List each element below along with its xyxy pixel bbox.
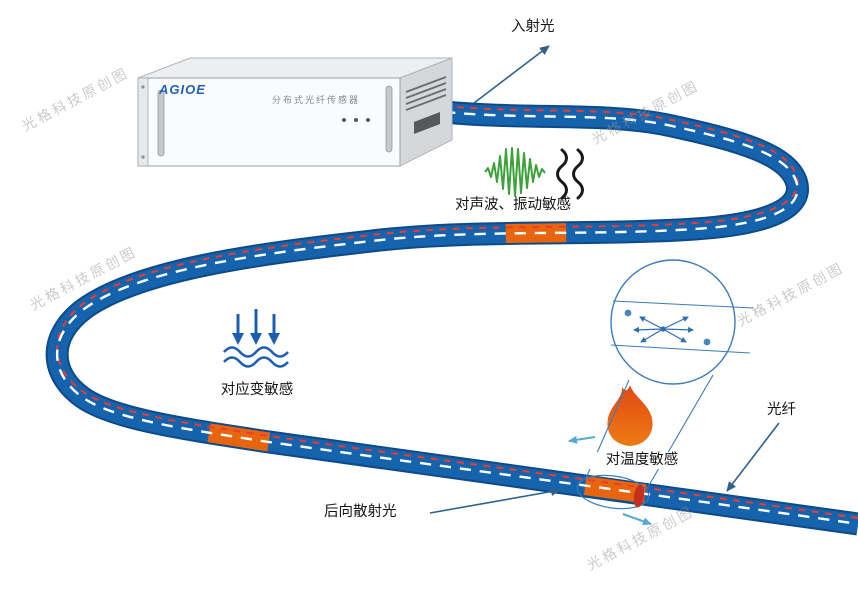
magnified-region-ellipse [576, 474, 650, 510]
device-name-label: 分布式光纤传感器 [271, 95, 360, 105]
temperature-sensitive-label: 对温度敏感 [584, 452, 700, 470]
device-front-face [137, 77, 401, 167]
acoustic-waveform-icon [484, 147, 546, 197]
device-vent-grille [405, 76, 447, 111]
backscatter-label: 后向散射光 [324, 504, 397, 520]
device-brand-logo: AGIOE [159, 82, 206, 97]
strain-sensitive-label: 对应变敏感 [220, 382, 294, 398]
optical-fiber-cable [57, 106, 858, 524]
backscatter-direction-arrow-icon [568, 435, 596, 444]
scattering-particle-dot [624, 309, 632, 317]
device-port-block [414, 112, 440, 134]
fiber-red-end-cap [633, 484, 645, 508]
fiber-core-wall-line [610, 344, 751, 354]
rack-screw-icon [141, 155, 145, 159]
device-led-indicators [342, 118, 370, 122]
device-top-face [137, 57, 453, 79]
device-rack-ear [137, 77, 149, 167]
fiber-label: 光纤 [767, 402, 796, 418]
scattering-arrows [633, 316, 694, 343]
scattering-particle-dot [703, 338, 711, 346]
rack-screw-icon [141, 85, 145, 89]
backscatter-arrow [429, 487, 561, 514]
magnifier-circle [610, 259, 736, 385]
incident-light-arrow [473, 45, 550, 104]
interrogator-device [137, 57, 453, 167]
magnifier-cone-line [647, 374, 714, 488]
device-handle-left [157, 89, 165, 157]
acoustic-sensitive-label: 对声波、振动敏感 [455, 197, 571, 213]
strain-arrows-icon [223, 309, 289, 368]
magnifier-scattering-icon [576, 259, 754, 510]
vibration-squiggle-icon [556, 148, 584, 200]
flame-icon [607, 385, 653, 446]
device-handle-right [385, 85, 393, 153]
transmitted-light-arrow-icon [622, 513, 652, 526]
fiber-core-wall-line [612, 300, 754, 309]
fiber-label-arrow [726, 422, 780, 492]
scattering-center-dot [660, 326, 666, 332]
incident-light-label: 入射光 [511, 19, 555, 35]
fiber-red-dashed-line [56, 105, 858, 519]
